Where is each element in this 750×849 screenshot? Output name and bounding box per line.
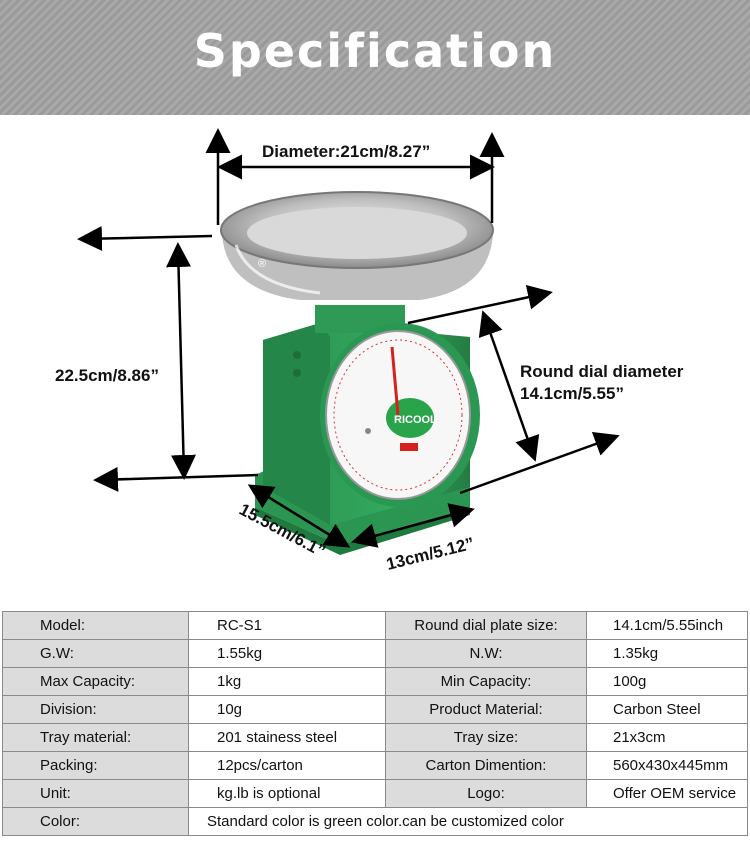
spec-value: 1.55kg [188, 639, 386, 668]
width-label: 13cm/5.12” [384, 534, 476, 574]
svg-text:®: ® [258, 258, 266, 270]
spec-label: Product Material: [385, 695, 587, 724]
spec-label: Round dial plate size: [385, 611, 587, 640]
spec-value: RC-S1 [188, 611, 386, 640]
spec-label: Max Capacity: [2, 667, 189, 696]
table-row: Packing: 12pcs/carton Carton Dimention: … [2, 751, 748, 780]
spec-label: G.W: [2, 639, 189, 668]
table-row: Model: RC-S1 Round dial plate size: 14.1… [2, 611, 748, 640]
diameter-label: Diameter:21cm/8.27” [262, 142, 430, 161]
spec-value: 201 stainess steel [188, 723, 386, 752]
spec-label: Division: [2, 695, 189, 724]
page-title: Specification [193, 24, 557, 78]
table-row: G.W: 1.55kg N.W: 1.35kg [2, 639, 748, 668]
spec-value: 100g [586, 667, 748, 696]
round-dial: RICOOL [320, 323, 480, 507]
spec-label: Packing: [2, 751, 189, 780]
spec-value: Standard color is green color.can be cus… [188, 807, 748, 836]
table-row: Unit: kg.lb is optional Logo: Offer OEM … [2, 779, 748, 808]
spec-label: Tray material: [2, 723, 189, 752]
spec-value: 10g [188, 695, 386, 724]
spec-label: N.W: [385, 639, 587, 668]
spec-value: 560x430x445mm [586, 751, 748, 780]
table-row: Color: Standard color is green color.can… [2, 807, 748, 836]
spec-label: Tray size: [385, 723, 587, 752]
spec-value: 14.1cm/5.55inch [586, 611, 748, 640]
height-label: 22.5cm/8.86” [55, 366, 159, 385]
spec-label: Color: [2, 807, 189, 836]
scale-illustration: ® RICOOL Diameter:21cm/8.27 [55, 128, 684, 574]
spec-value: Offer OEM service [586, 779, 748, 808]
spec-label: Min Capacity: [385, 667, 587, 696]
spec-value: kg.lb is optional [188, 779, 386, 808]
dial-diameter-label-line1: Round dial diameter [520, 362, 684, 381]
specification-table: Model: RC-S1 Round dial plate size: 14.1… [2, 611, 748, 836]
dial-diameter-label-line2: 14.1cm/5.55” [520, 384, 624, 403]
dimension-lines [77, 128, 620, 548]
product-illustration-area: ® RICOOL Diameter:21cm/8.27 [0, 115, 750, 595]
spec-label: Carton Dimention: [385, 751, 587, 780]
spec-label: Model: [2, 611, 189, 640]
tray-bowl: ® [220, 191, 494, 300]
spec-label: Unit: [2, 779, 189, 808]
table-row: Tray material: 201 stainess steel Tray s… [2, 723, 748, 752]
spec-label: Logo: [385, 779, 587, 808]
table-row: Max Capacity: 1kg Min Capacity: 100g [2, 667, 748, 696]
header-banner: Specification [0, 0, 750, 115]
spec-value: 1kg [188, 667, 386, 696]
table-row: Division: 10g Product Material: Carbon S… [2, 695, 748, 724]
brand-logo-text: RICOOL [394, 414, 437, 426]
spec-value: 21x3cm [586, 723, 748, 752]
spec-value: 12pcs/carton [188, 751, 386, 780]
spec-value: Carbon Steel [586, 695, 748, 724]
spec-value: 1.35kg [586, 639, 748, 668]
dial-needle [390, 346, 400, 416]
